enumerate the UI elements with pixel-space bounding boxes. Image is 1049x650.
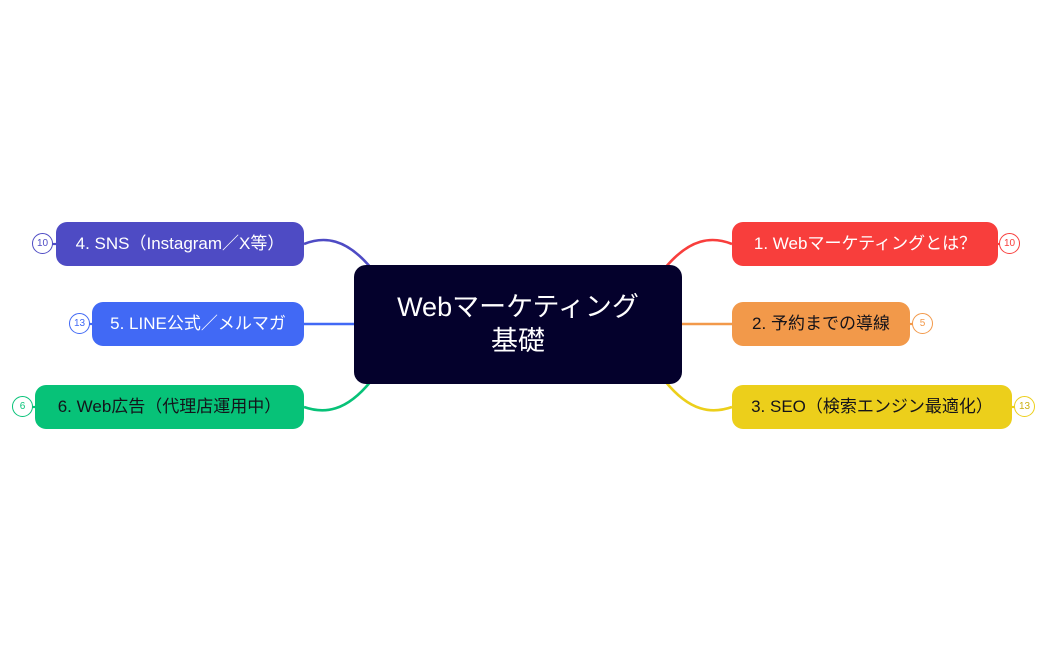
branch-label-4: 4. SNS（Instagram／X等） xyxy=(75,234,285,254)
branch-node-3[interactable]: 3. SEO（検索エンジン最適化） xyxy=(732,385,1012,429)
branch-label-1: 1. Webマーケティングとは？ xyxy=(753,234,977,254)
branch-node-2[interactable]: 2. 予約までの導線 xyxy=(732,302,910,346)
branch-label-5: 5. LINE公式／メルマガ xyxy=(110,314,286,334)
central-topic-line-2: 基礎 xyxy=(491,325,545,356)
central-topic-node[interactable]: Webマーケティング 基礎 xyxy=(354,265,682,384)
branch-node-4[interactable]: 4. SNS（Instagram／X等） xyxy=(56,222,304,266)
branch-label-6: 6. Web広告（代理店運用中） xyxy=(57,397,282,417)
connector-branch-4 xyxy=(303,238,372,269)
branch-badge-3[interactable]: 13 xyxy=(1014,396,1035,417)
branch-badge-6[interactable]: 6 xyxy=(12,396,33,417)
connector-branch-6 xyxy=(303,380,373,412)
connector-branch-1 xyxy=(664,238,733,269)
central-topic-line-1: Webマーケティング xyxy=(397,291,639,322)
branch-label-3: 3. SEO（検索エンジン最適化） xyxy=(751,397,993,417)
branch-badge-5[interactable]: 13 xyxy=(69,313,90,334)
connector-branch-3 xyxy=(663,380,733,412)
branch-node-1[interactable]: 1. Webマーケティングとは？ xyxy=(732,222,998,266)
branch-badge-2[interactable]: 5 xyxy=(912,313,933,334)
branch-badge-1[interactable]: 10 xyxy=(999,233,1020,254)
branch-node-5[interactable]: 5. LINE公式／メルマガ xyxy=(92,302,304,346)
branch-badge-4[interactable]: 10 xyxy=(32,233,53,254)
branch-node-6[interactable]: 6. Web広告（代理店運用中） xyxy=(35,385,304,429)
branch-label-2: 2. 予約までの導線 xyxy=(752,314,890,334)
